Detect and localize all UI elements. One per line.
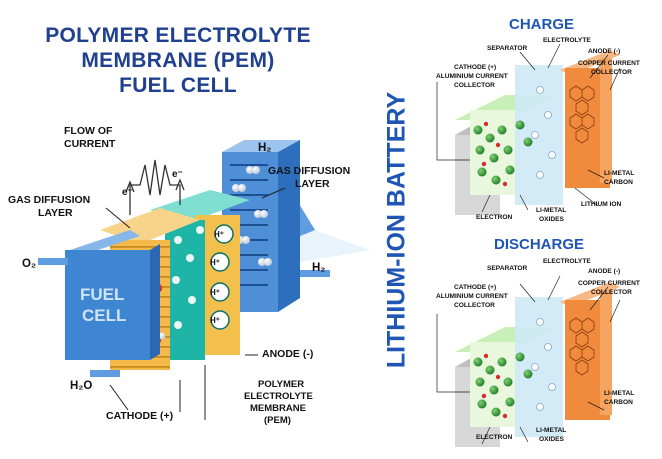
gas-diffusion-left-line-1: GAS DIFFUSION — [8, 194, 91, 206]
charge-copper-2: COLLECTOR — [591, 69, 632, 76]
gas-diffusion-right-line-2: LAYER — [295, 178, 330, 190]
discharge-battery-illustration — [436, 275, 621, 447]
electron-symbol-right: e⁻ — [172, 169, 183, 180]
discharge-copper-1: COPPER CURRENT — [578, 280, 640, 287]
charge-electron: ELECTRON — [476, 214, 513, 221]
membrane-label-1: POLYMER — [258, 379, 305, 390]
h2-pipe-right — [300, 270, 330, 277]
charge-cathode-3: COLLECTOR — [454, 82, 495, 89]
charge-li-metal-carbon-1: LI-METAL — [604, 170, 635, 177]
flow-of-current-line-1: FLOW OF — [64, 125, 113, 137]
electron-symbol-left: e⁻ — [122, 187, 133, 198]
gas-diffusion-right-line-1: GAS DIFFUSION — [268, 165, 351, 177]
fuel-cell-plate — [65, 250, 150, 360]
discharge-electron: ELECTRON — [476, 434, 513, 441]
proton-symbol-2: H⁺ — [210, 258, 220, 267]
fuel-cell-block-line-1: FUEL — [80, 285, 125, 304]
right-plate-side — [278, 140, 300, 312]
h2o-pipe — [90, 370, 120, 377]
pem-leader-lines — [105, 187, 286, 420]
o2-label: O₂ — [22, 258, 37, 270]
charge-anode: ANODE (-) — [588, 48, 621, 55]
discharge-cathode-3: COLLECTOR — [454, 302, 495, 309]
proton-symbol-3: H⁺ — [210, 288, 220, 297]
cathode-label: CATHODE (+) — [106, 410, 174, 422]
discharge-li-metal-carbon-1: LI-METAL — [604, 390, 635, 397]
flow-of-current-line-2: CURRENT — [64, 138, 116, 150]
charge-cathode-1: CATHODE (+) — [454, 64, 497, 71]
gas-diffusion-left-line-2: LAYER — [38, 207, 73, 219]
current-wire — [129, 159, 181, 215]
fuel-cell-plate-top — [70, 230, 140, 256]
discharge-electrolyte: ELECTROLYTE — [543, 258, 591, 265]
discharge-separator: SEPARATOR — [487, 265, 528, 272]
charge-title: CHARGE — [509, 16, 575, 33]
membrane-layer — [165, 220, 205, 360]
fuel-cell-block-line-2: CELL — [82, 306, 127, 325]
o2-pipe — [38, 258, 68, 265]
right-plate-top — [222, 140, 300, 152]
charge-copper-1: COPPER CURRENT — [578, 60, 640, 67]
discharge-copper-2: COLLECTOR — [591, 289, 632, 296]
pem-title-line-3: FUEL CELL — [119, 74, 237, 97]
proton-symbol-4: H⁺ — [210, 316, 220, 325]
charge-li-metal-oxides-2: OXIDES — [539, 216, 564, 223]
h2-right-label: H₂ — [312, 262, 326, 274]
membrane-dots — [172, 226, 204, 329]
charge-battery-illustration — [436, 43, 621, 215]
discharge-cathode-1: CATHODE (+) — [454, 284, 497, 291]
h2-top-label: H₂ — [258, 142, 272, 154]
discharge-cathode-2: ALUMINIUM CURRENT — [436, 293, 508, 300]
membrane-label-2: ELECTROLYTE — [244, 391, 313, 402]
current-arrow-left — [125, 180, 135, 193]
discharge-li-metal-oxides-2: OXIDES — [539, 436, 564, 443]
membrane-label-3: MEMBRANE — [250, 403, 306, 414]
charge-li-metal-carbon-2: CARBON — [604, 179, 633, 186]
pem-fuel-cell-illustration — [38, 140, 370, 420]
discharge-anode: ANODE (-) — [588, 268, 621, 275]
hydrogen-molecules-right — [232, 166, 272, 266]
pem-title-line-1: POLYMER ELECTROLYTE — [45, 24, 311, 47]
anode-label: ANODE (-) — [262, 348, 314, 360]
charge-lithium-ion: LITHIUM ION — [581, 201, 622, 208]
current-arrow-right — [175, 178, 185, 191]
discharge-li-metal-carbon-2: CARBON — [604, 399, 633, 406]
fuel-cell-plate-side — [150, 244, 160, 360]
proton-symbol-1: H⁺ — [214, 230, 224, 239]
membrane-proton-marks — [210, 224, 234, 330]
pem-title-line-2: MEMBRANE (PEM) — [81, 49, 275, 72]
discharge-title: DISCHARGE — [494, 236, 585, 253]
membrane-label-4: (PEM) — [264, 415, 291, 426]
charge-electrolyte: ELECTROLYTE — [543, 37, 591, 44]
discharge-li-metal-oxides-1: LI-METAL — [536, 427, 567, 434]
charge-separator: SEPARATOR — [487, 45, 528, 52]
charge-li-metal-oxides-1: LI-METAL — [536, 207, 567, 214]
battery-vertical-title: LITHIUM-ION BATTERY — [382, 91, 411, 369]
h2o-label: H₂O — [70, 380, 93, 392]
charge-cathode-2: ALUMINIUM CURRENT — [436, 73, 508, 80]
